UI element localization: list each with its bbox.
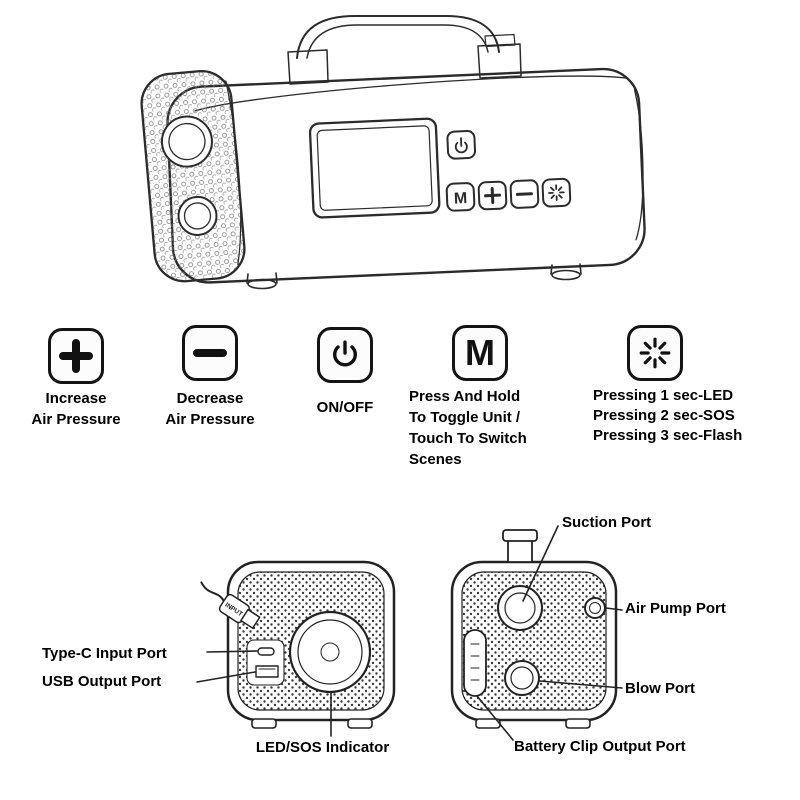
flash-icon: [639, 337, 671, 369]
type-c-callout: [206, 650, 258, 653]
rear-end-view: [450, 529, 618, 729]
end-views-drawing: INPUT: [196, 525, 623, 741]
m-glyph-small: M: [454, 190, 468, 208]
plus-button-small: [477, 180, 508, 211]
mode-label: Press And Hold To Toggle Unit / Touch To…: [409, 388, 527, 468]
decrease-button: [182, 325, 238, 381]
usb-callout: [196, 671, 256, 683]
blow-callout: [539, 680, 623, 689]
usb-port: [255, 665, 279, 678]
battery-clip-label: Battery Clip Output Port: [514, 738, 686, 755]
foot: [347, 718, 373, 729]
decrease-label: Decrease Air Pressure: [165, 390, 255, 428]
increase-label: Increase Air Pressure: [31, 390, 121, 428]
minus-icon: [193, 349, 227, 357]
air-pump-port: [584, 597, 606, 619]
mode-button: M: [452, 325, 508, 381]
usb-output-label: USB Output Port: [42, 673, 162, 690]
button-row-small: M: [445, 177, 572, 212]
suction-label: Suction Port: [562, 514, 652, 531]
type-c-port: [257, 647, 275, 656]
m-button-small: [445, 182, 476, 212]
power-label: ON/OFF: [316, 399, 374, 416]
flash-glyph-small: [548, 184, 565, 201]
increase-button: [48, 328, 104, 384]
suction-nozzle: [502, 529, 538, 563]
device-overview-drawing: M: [140, 15, 646, 290]
power-button-small: [446, 130, 477, 160]
minus-button-small: [509, 179, 540, 209]
air-pump-label: Air Pump Port: [625, 600, 726, 617]
display-screen: [308, 117, 441, 219]
callout-lines: [196, 525, 623, 741]
plus-icon: [59, 339, 93, 373]
led-sos-label: LED/SOS Indicator: [255, 739, 390, 756]
suction-callout: [522, 525, 559, 602]
m-icon: M: [465, 332, 495, 373]
battery-clip-port: [463, 629, 487, 697]
air-pump-callout: [605, 607, 623, 611]
blow-label: Blow Port: [625, 680, 695, 697]
usb-cable-icon: INPUT: [200, 581, 261, 629]
type-c-label: Type-C Input Port: [42, 645, 167, 662]
speaker-grille-end: [140, 69, 246, 283]
power-button: [317, 327, 373, 383]
light-button: [627, 325, 683, 381]
front-end-view: INPUT: [200, 560, 396, 729]
flash-button-small: [541, 177, 572, 208]
battery-clip-callout: [476, 695, 514, 741]
foot: [251, 718, 277, 729]
light-label: Pressing 1 sec-LED Pressing 2 sec-SOS Pr…: [593, 387, 743, 444]
device-feet: [246, 263, 582, 290]
foot: [565, 718, 591, 729]
power-icon: [333, 340, 357, 367]
